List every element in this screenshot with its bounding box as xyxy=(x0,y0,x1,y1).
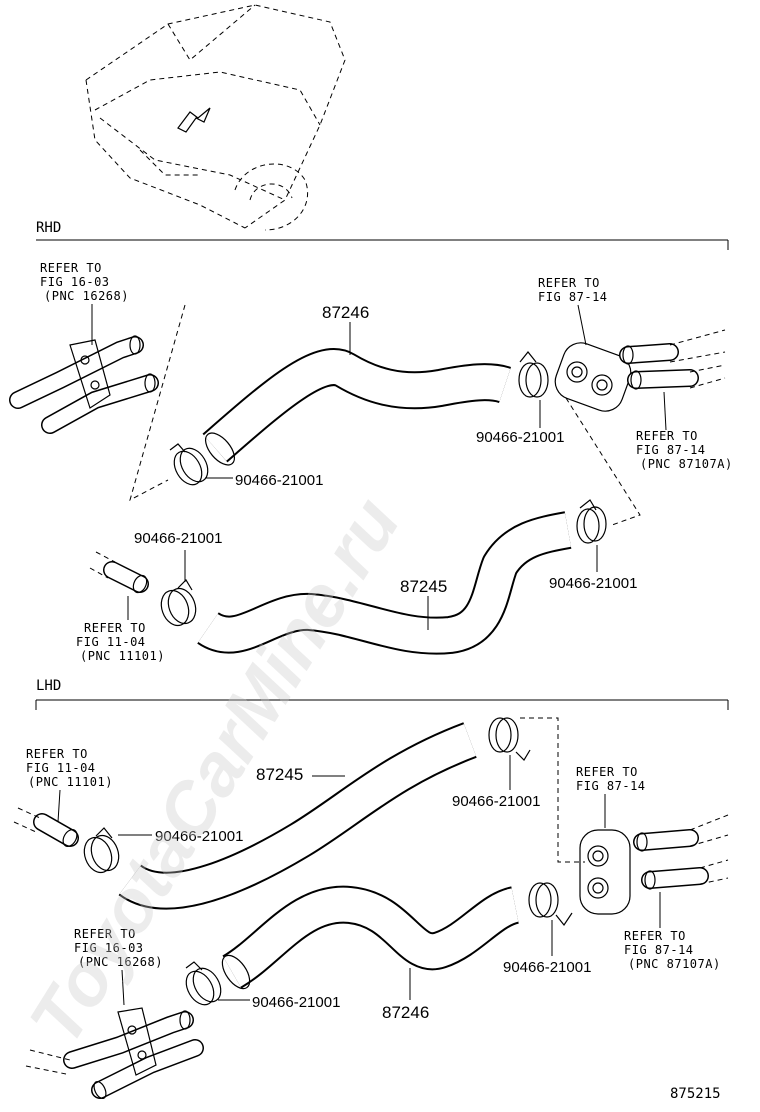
rhd-clamp-c xyxy=(160,579,197,627)
rhd-hose-87246 xyxy=(202,348,511,466)
lhd-pipe-bracket-left xyxy=(25,1007,204,1100)
rhd-pipe-bracket-left xyxy=(9,335,159,434)
lhd-clamp-d xyxy=(528,882,573,927)
lhd-clamp-d-label: 90466-21001 xyxy=(503,959,591,976)
lhd-clamp-c-label: 90466-21001 xyxy=(252,994,340,1011)
car-location-sketch xyxy=(85,4,346,231)
rhd-hose-87245-label: 87245 xyxy=(400,577,447,596)
svg-text:(PNC 16268): (PNC 16268) xyxy=(78,955,163,969)
lhd-clamp-c xyxy=(185,961,222,1006)
svg-text:REFER TO: REFER TO xyxy=(26,747,88,761)
lhd-leader-dashed-right xyxy=(520,717,585,863)
svg-text:REFER TO: REFER TO xyxy=(636,429,698,443)
lhd-pipes-right xyxy=(633,814,729,890)
rhd-hose-87246-label: 87246 xyxy=(322,303,369,322)
lhd-refer-fig-11-04: REFER TO FIG 11-04 (PNC 11101) xyxy=(26,747,113,823)
figure-number: 875215 xyxy=(670,1086,721,1102)
svg-text:REFER TO: REFER TO xyxy=(576,765,638,779)
rhd-refer-fig-11-04: REFER TO FIG 11-04 (PNC 11101) xyxy=(76,596,165,663)
svg-text:(PNC 11101): (PNC 11101) xyxy=(80,649,165,663)
lhd-clamp-a-label: 90466-21001 xyxy=(155,828,243,845)
rhd-clamp-a xyxy=(169,443,209,486)
lhd-refer-fig-87-14-pnc: REFER TO FIG 87-14 (PNC 87107A) xyxy=(624,892,721,971)
rhd-refer-fig-16-03: REFER TO FIG 16-03 (PNC 16268) xyxy=(40,261,129,345)
svg-text:FIG 16-03: FIG 16-03 xyxy=(40,275,110,289)
rhd-clamp-b xyxy=(518,351,549,398)
rhd-refer-fig-87-14-pnc: REFER TO FIG 87-14 (PNC 87107A) xyxy=(636,391,733,471)
lhd-clamp-b-label: 90466-21001 xyxy=(452,793,540,810)
svg-text:FIG 11-04: FIG 11-04 xyxy=(76,635,146,649)
lhd-grommet-connector xyxy=(579,829,631,915)
rhd-section-label: RHD xyxy=(36,220,61,236)
svg-text:FIG 11-04: FIG 11-04 xyxy=(26,761,96,775)
svg-text:REFER TO: REFER TO xyxy=(538,276,600,290)
rhd-clamp-c-label: 90466-21001 xyxy=(134,530,222,547)
rhd-pipes-right xyxy=(619,329,726,390)
svg-text:REFER TO: REFER TO xyxy=(624,929,686,943)
rhd-hose-87245 xyxy=(197,511,572,655)
lhd-hose-87245-label: 87245 xyxy=(256,765,303,784)
lhd-refer-fig-87-14-top: REFER TO FIG 87-14 xyxy=(576,765,646,828)
svg-text:(PNC 87107A): (PNC 87107A) xyxy=(640,457,733,471)
svg-text:FIG 16-03: FIG 16-03 xyxy=(74,941,144,955)
svg-text:FIG 87-14: FIG 87-14 xyxy=(624,943,694,957)
rhd-leader-dashed-right xyxy=(565,397,641,526)
svg-text:FIG 87-14: FIG 87-14 xyxy=(576,779,646,793)
svg-text:(PNC 11101): (PNC 11101) xyxy=(28,775,113,789)
svg-text:FIG 87-14: FIG 87-14 xyxy=(636,443,706,457)
lhd-clamp-a xyxy=(83,827,120,874)
lhd-hose-87246-label: 87246 xyxy=(382,1003,429,1022)
lhd-refer-fig-16-03: REFER TO FIG 16-03 (PNC 16268) xyxy=(74,927,163,1006)
svg-text:(PNC 87107A): (PNC 87107A) xyxy=(628,957,721,971)
lhd-clamp-b xyxy=(488,717,531,761)
rhd-pipe-11-04 xyxy=(89,551,149,594)
lhd-hose-87245 xyxy=(118,722,477,910)
rhd-clamp-a-label: 90466-21001 xyxy=(235,472,323,489)
rhd-clamp-b-label: 90466-21001 xyxy=(476,429,564,446)
rhd-clamp-d xyxy=(576,499,607,544)
rhd-leader-dashed-left xyxy=(129,304,186,501)
rhd-clamp-d-label: 90466-21001 xyxy=(549,575,637,592)
svg-text:REFER TO: REFER TO xyxy=(40,261,102,275)
lhd-section-label: LHD xyxy=(36,678,61,694)
lhd-pipe-11-04 xyxy=(13,807,79,847)
svg-text:FIG 87-14: FIG 87-14 xyxy=(538,290,608,304)
rhd-grommet-connector xyxy=(554,342,632,412)
lhd-hose-87246 xyxy=(221,885,521,990)
rhd-refer-fig-87-14-top: REFER TO FIG 87-14 xyxy=(538,276,608,346)
svg-text:(PNC 16268): (PNC 16268) xyxy=(44,289,129,303)
svg-text:REFER TO: REFER TO xyxy=(84,621,146,635)
svg-text:REFER TO: REFER TO xyxy=(74,927,136,941)
